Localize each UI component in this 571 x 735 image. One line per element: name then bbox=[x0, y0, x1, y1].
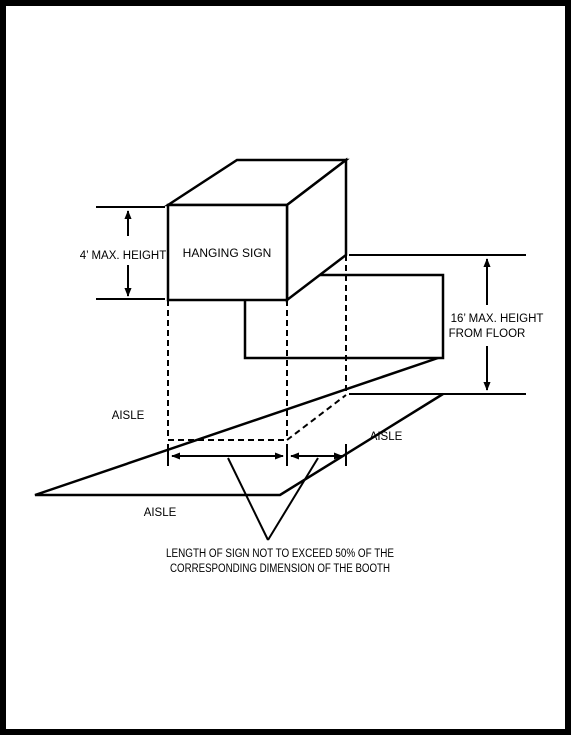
sign-height-dimension bbox=[96, 206, 165, 300]
note-leader-lines bbox=[227, 457, 319, 541]
max-height-label-line1: 16’ MAX. HEIGHT bbox=[451, 313, 544, 325]
sign-height-label: 4’ MAX. HEIGHT bbox=[80, 250, 166, 262]
hanging-sign-box bbox=[163, 157, 350, 303]
floor-outline bbox=[34, 356, 444, 497]
max-height-dimension bbox=[349, 254, 526, 395]
sign-length-dimensions bbox=[167, 444, 347, 466]
hanging-sign-label: HANGING SIGN bbox=[183, 246, 272, 260]
sign-footprint-projection bbox=[167, 255, 347, 441]
note-line-1: LENGTH OF SIGN NOT TO EXCEED 50% OF THE bbox=[166, 548, 394, 560]
note-line-2: CORRESPONDING DIMENSION OF THE BOOTH bbox=[170, 563, 390, 575]
aisle-label-bottom: AISLE bbox=[144, 507, 177, 519]
aisle-label-left: AISLE bbox=[112, 410, 145, 422]
aisle-label-right: AISLE bbox=[370, 431, 403, 443]
max-height-label-line2: FROM FLOOR bbox=[449, 328, 526, 340]
